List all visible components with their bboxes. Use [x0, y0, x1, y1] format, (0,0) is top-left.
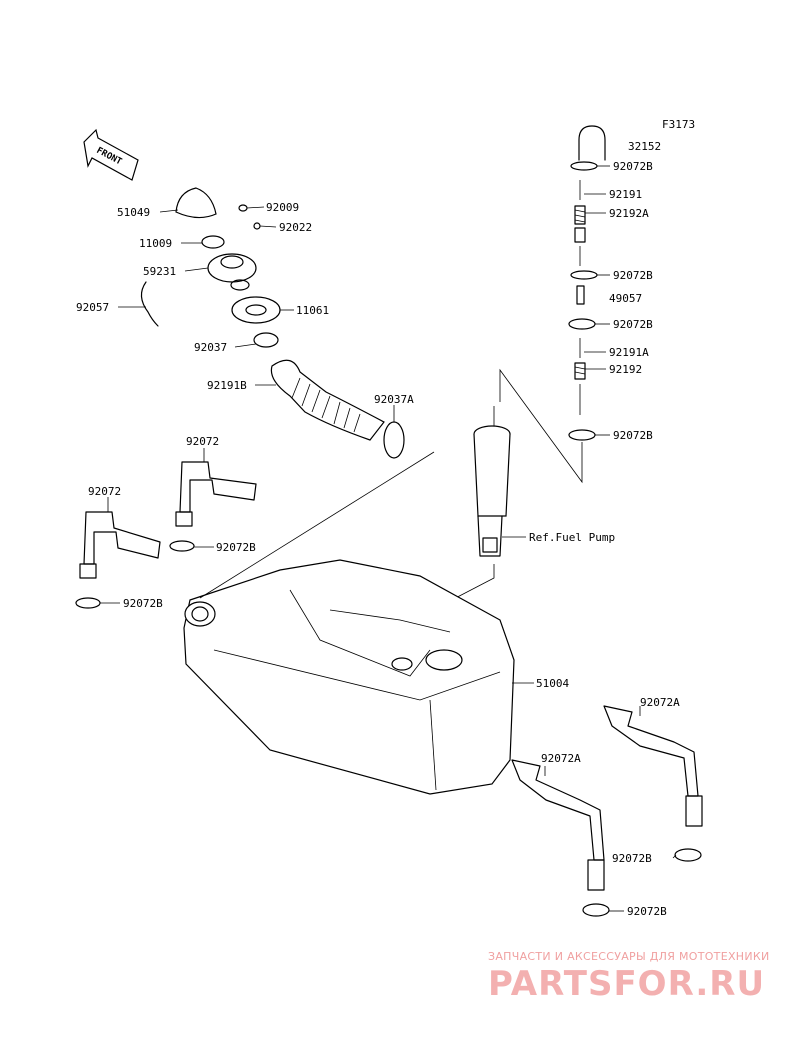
filler-cap-51049	[175, 187, 217, 219]
label-92072b-7: 92072B	[612, 852, 652, 865]
clamp-92072b-4	[568, 429, 596, 441]
label-92037: 92037	[194, 341, 227, 354]
label-92072a-2: 92072A	[541, 752, 581, 765]
label-11009: 11009	[139, 237, 172, 250]
filler-hose-92191b	[270, 359, 385, 441]
label-51049: 51049	[117, 206, 150, 219]
gasket-11061	[231, 296, 281, 324]
label-92192a: 92192A	[609, 207, 649, 220]
clamp-92072b-7	[674, 848, 702, 862]
part-labels: 32152 92072B 92191 92192A 92072B 49057 9…	[76, 140, 680, 918]
fuel-tank-51004	[183, 451, 515, 795]
label-92072-2: 92072	[88, 485, 121, 498]
label-92072a-1: 92072A	[640, 696, 680, 709]
label-ref-fuel-pump: Ref.Fuel Pump	[529, 531, 615, 544]
label-92072-1: 92072	[186, 435, 219, 448]
watermark-logo: PARTSFOR.RU	[488, 964, 766, 1004]
strap-92072-top	[179, 461, 257, 513]
filler-assembly	[140, 187, 405, 459]
label-92072b-2: 92072B	[613, 269, 653, 282]
label-92009: 92009	[266, 201, 299, 214]
label-11061: 11061	[296, 304, 329, 317]
figure-code: F3173	[662, 118, 695, 131]
gasket-11009	[201, 235, 225, 249]
label-92191a: 92191A	[609, 346, 649, 359]
hose-assembly	[499, 125, 606, 484]
fuel-pump-ref	[443, 406, 511, 605]
bolt-92009	[238, 204, 248, 212]
front-arrow-icon: FRONT	[83, 128, 139, 181]
clamp-92072b-3	[568, 318, 596, 330]
label-92072b-5: 92072B	[216, 541, 256, 554]
label-92037a: 92037A	[374, 393, 414, 406]
label-92191: 92191	[609, 188, 642, 201]
label-49057: 49057	[609, 292, 642, 305]
label-92057: 92057	[76, 301, 109, 314]
fitting-49057	[576, 285, 585, 305]
label-92072b-6: 92072B	[123, 597, 163, 610]
label-92191b: 92191B	[207, 379, 247, 392]
label-59231: 59231	[143, 265, 176, 278]
label-92072b-8: 92072B	[627, 905, 667, 918]
breather-hose-32152	[578, 125, 606, 161]
clamp-92072b-6	[75, 597, 101, 609]
spring-92192	[574, 362, 586, 380]
clamp-92072b-8	[582, 903, 610, 917]
label-92072b-3: 92072B	[613, 318, 653, 331]
label-92072b-1: 92072B	[613, 160, 653, 173]
clamp-92037a	[383, 421, 405, 459]
label-32152: 32152	[628, 140, 661, 153]
strap-92057	[140, 281, 159, 327]
clamp-92072b-2	[570, 270, 598, 280]
label-92022: 92022	[279, 221, 312, 234]
clamp-92037	[253, 332, 279, 348]
clamp-92072b-5	[169, 540, 195, 552]
watermark-tagline: ЗАПЧАСТИ И АКСЕССУАРЫ ДЛЯ МОТОТЕХНИКИ	[488, 950, 770, 963]
leader-lines	[100, 165, 677, 912]
clamp-92072b-1	[570, 161, 598, 171]
strap-92072a-lower	[511, 759, 605, 861]
nut-92022	[253, 222, 261, 230]
strap-92072-left	[83, 511, 161, 565]
strap-92072a-upper	[603, 705, 699, 797]
label-92072b-4: 92072B	[613, 429, 653, 442]
label-92192: 92192	[609, 363, 642, 376]
label-51004: 51004	[536, 677, 569, 690]
